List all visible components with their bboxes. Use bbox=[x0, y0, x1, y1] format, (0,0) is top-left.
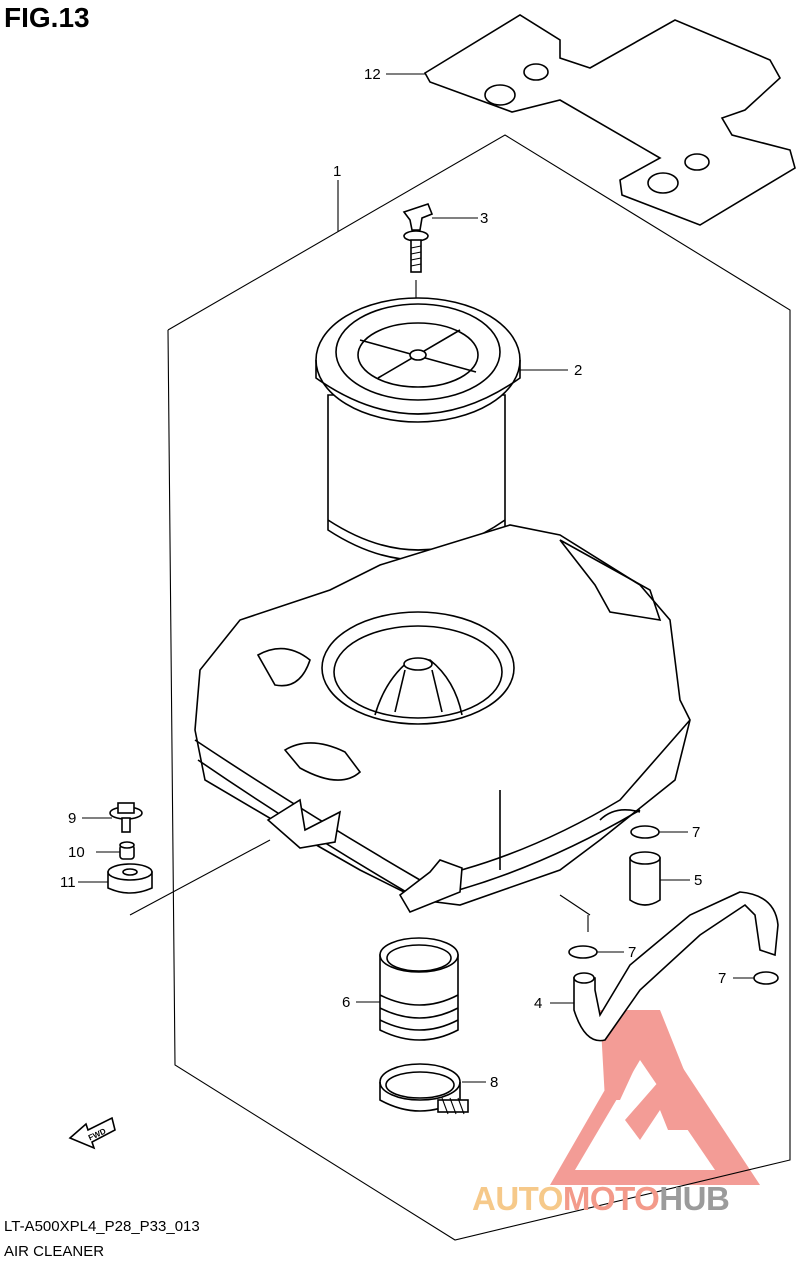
watermark-part-auto: AUTO bbox=[472, 1180, 563, 1217]
assembly-boundary bbox=[167, 134, 791, 1241]
callout-10: 10 bbox=[68, 844, 85, 861]
watermark-part-moto: MOTO bbox=[562, 1180, 660, 1217]
sheet-gasket-part-12 bbox=[423, 14, 796, 226]
callout-1: 1 bbox=[333, 163, 342, 180]
grommet-part-11 bbox=[107, 863, 153, 894]
bolt-part-9 bbox=[109, 802, 143, 833]
watermark-part-hub: HUB bbox=[659, 1180, 730, 1217]
fwd-arrow-icon: FWD bbox=[68, 1116, 116, 1150]
callout-7-middle: 7 bbox=[628, 944, 637, 961]
collar-part-10 bbox=[119, 841, 135, 860]
filter-element-part-2 bbox=[315, 297, 521, 561]
joint-part-6 bbox=[379, 937, 459, 1041]
watermark-text: AUTOMOTOHUB bbox=[472, 1180, 730, 1218]
callout-leaders bbox=[78, 73, 754, 1083]
callout-9: 9 bbox=[68, 810, 77, 827]
air-cleaner-case-part-1 bbox=[129, 524, 691, 932]
callout-4: 4 bbox=[534, 995, 543, 1012]
callout-3: 3 bbox=[480, 210, 489, 227]
callout-6: 6 bbox=[342, 994, 351, 1011]
clamp-part-8 bbox=[379, 1063, 469, 1115]
diagram-name: AIR CLEANER bbox=[4, 1243, 105, 1260]
callout-11: 11 bbox=[60, 874, 76, 891]
callout-8: 8 bbox=[490, 1074, 499, 1091]
callout-2: 2 bbox=[574, 362, 583, 379]
drain-hose-part-4 bbox=[573, 891, 779, 1042]
figure-title: FIG.13 bbox=[4, 2, 90, 33]
callout-12: 12 bbox=[364, 66, 381, 83]
callout-5: 5 bbox=[694, 872, 703, 889]
callout-7-right: 7 bbox=[718, 970, 727, 987]
diagram-code: LT-A500XPL4_P28_P33_013 bbox=[4, 1218, 200, 1235]
watermark-logo-icon bbox=[550, 1010, 760, 1185]
short-hose-part-5 bbox=[629, 851, 661, 906]
callout-7-upper: 7 bbox=[692, 824, 701, 841]
